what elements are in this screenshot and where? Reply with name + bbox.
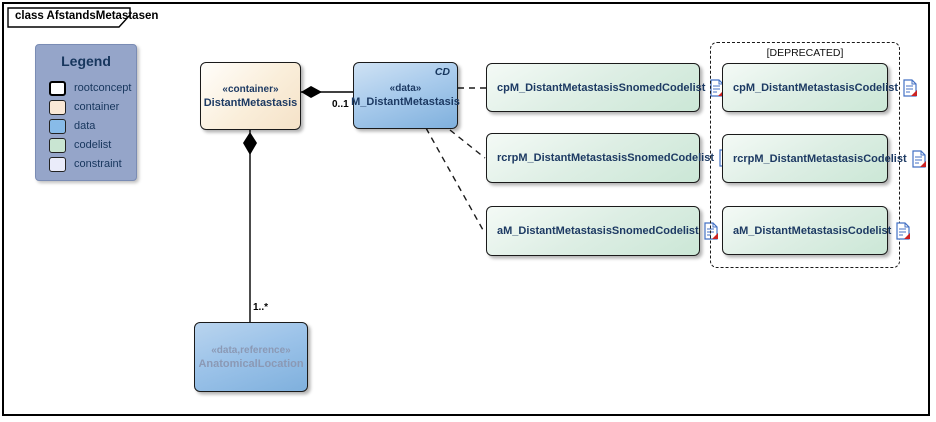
composition-diamond-down — [243, 132, 257, 155]
codelist-rcrpm-deprecated[interactable]: rcrpM_DistantMetastasisCodelist — [722, 134, 926, 183]
legend-item-label: rootconcept — [74, 82, 132, 94]
codelist-label: rcrpM_DistantMetastasisCodelist — [733, 152, 907, 165]
codelist-label: aM_DistantMetastasisCodelist — [733, 224, 892, 237]
class-stereotype: «data,reference» — [211, 344, 291, 356]
legend-item-label: data — [74, 120, 96, 132]
frame-tab-shape — [7, 7, 131, 28]
legend-item-label: codelist — [74, 139, 112, 151]
codelist-cpm-snomed[interactable]: cpM_DistantMetastasisSnomedCodelist — [486, 63, 725, 112]
data-swatch — [49, 118, 66, 134]
codelist-am-snomed[interactable]: aM_DistantMetastasisSnomedCodelist — [486, 206, 718, 256]
diagram-frame-border — [2, 2, 930, 416]
constraint-swatch — [49, 156, 66, 172]
codelist-am-deprecated[interactable]: aM_DistantMetastasisCodelist — [722, 206, 911, 255]
class-name: AnatomicalLocation — [198, 357, 304, 370]
class-stereotype: «container» — [222, 83, 279, 95]
class-distantmetastasis[interactable]: «container» DistantMetastasis — [200, 62, 301, 130]
codelist-label: aM_DistantMetastasisSnomedCodelist — [497, 225, 699, 237]
class-stereotype: «data» — [389, 83, 422, 94]
legend-item-codelist: codelist — [49, 137, 111, 153]
codelist-label: cpM_DistantMetastasisCodelist — [733, 81, 899, 94]
legend-item-label: constraint — [74, 158, 122, 170]
class-name: M_DistantMetastasis — [351, 96, 460, 108]
rootconcept-swatch — [49, 80, 66, 96]
legend-item-constraint: constraint — [49, 156, 122, 172]
deprecated-title: [DEPRECATED] — [766, 47, 844, 59]
codelist-label: rcrpM_DistantMetastasisSnomedCodelist — [497, 152, 714, 164]
codelist-cpm-deprecated[interactable]: cpM_DistantMetastasisCodelist — [722, 63, 918, 112]
multiplicity-0-1: 0..1 — [332, 99, 349, 110]
legend-item-container: container — [49, 99, 119, 115]
legend-panel: Legend rootconcept container data codeli… — [35, 44, 137, 181]
legend-item-label: container — [74, 101, 120, 113]
legend-title: Legend — [61, 53, 111, 69]
codelist-label: cpM_DistantMetastasisSnomedCodelist — [497, 81, 706, 94]
multiplicity-1-star: 1..* — [253, 302, 269, 313]
linked-document-icon — [903, 78, 918, 97]
container-swatch — [49, 99, 66, 115]
linked-document-icon — [896, 221, 911, 240]
deprecated-group: [DEPRECATED] — [710, 42, 900, 268]
codelist-rcrpm-snomed[interactable]: rcrpM_DistantMetastasisSnomedCodelist — [486, 133, 733, 183]
codelist-swatch — [49, 137, 66, 153]
class-anatomicallocation[interactable]: «data,reference» AnatomicalLocation — [194, 322, 308, 392]
legend-item-data: data — [49, 118, 95, 134]
linked-document-icon — [912, 149, 926, 168]
dependency-link-am[interactable] — [425, 127, 484, 231]
legend-item-rootconcept: rootconcept — [49, 80, 131, 96]
cd-badge: CD — [434, 66, 450, 78]
dependency-link-rcrpm[interactable] — [449, 129, 486, 159]
frame-title: class AfstandsMetastasen — [15, 10, 159, 22]
class-m-distantmetastasis[interactable]: CD «data» M_DistantMetastasis — [351, 62, 460, 129]
class-name: DistantMetastasis — [203, 96, 298, 109]
composition-diamond-right — [301, 86, 322, 98]
